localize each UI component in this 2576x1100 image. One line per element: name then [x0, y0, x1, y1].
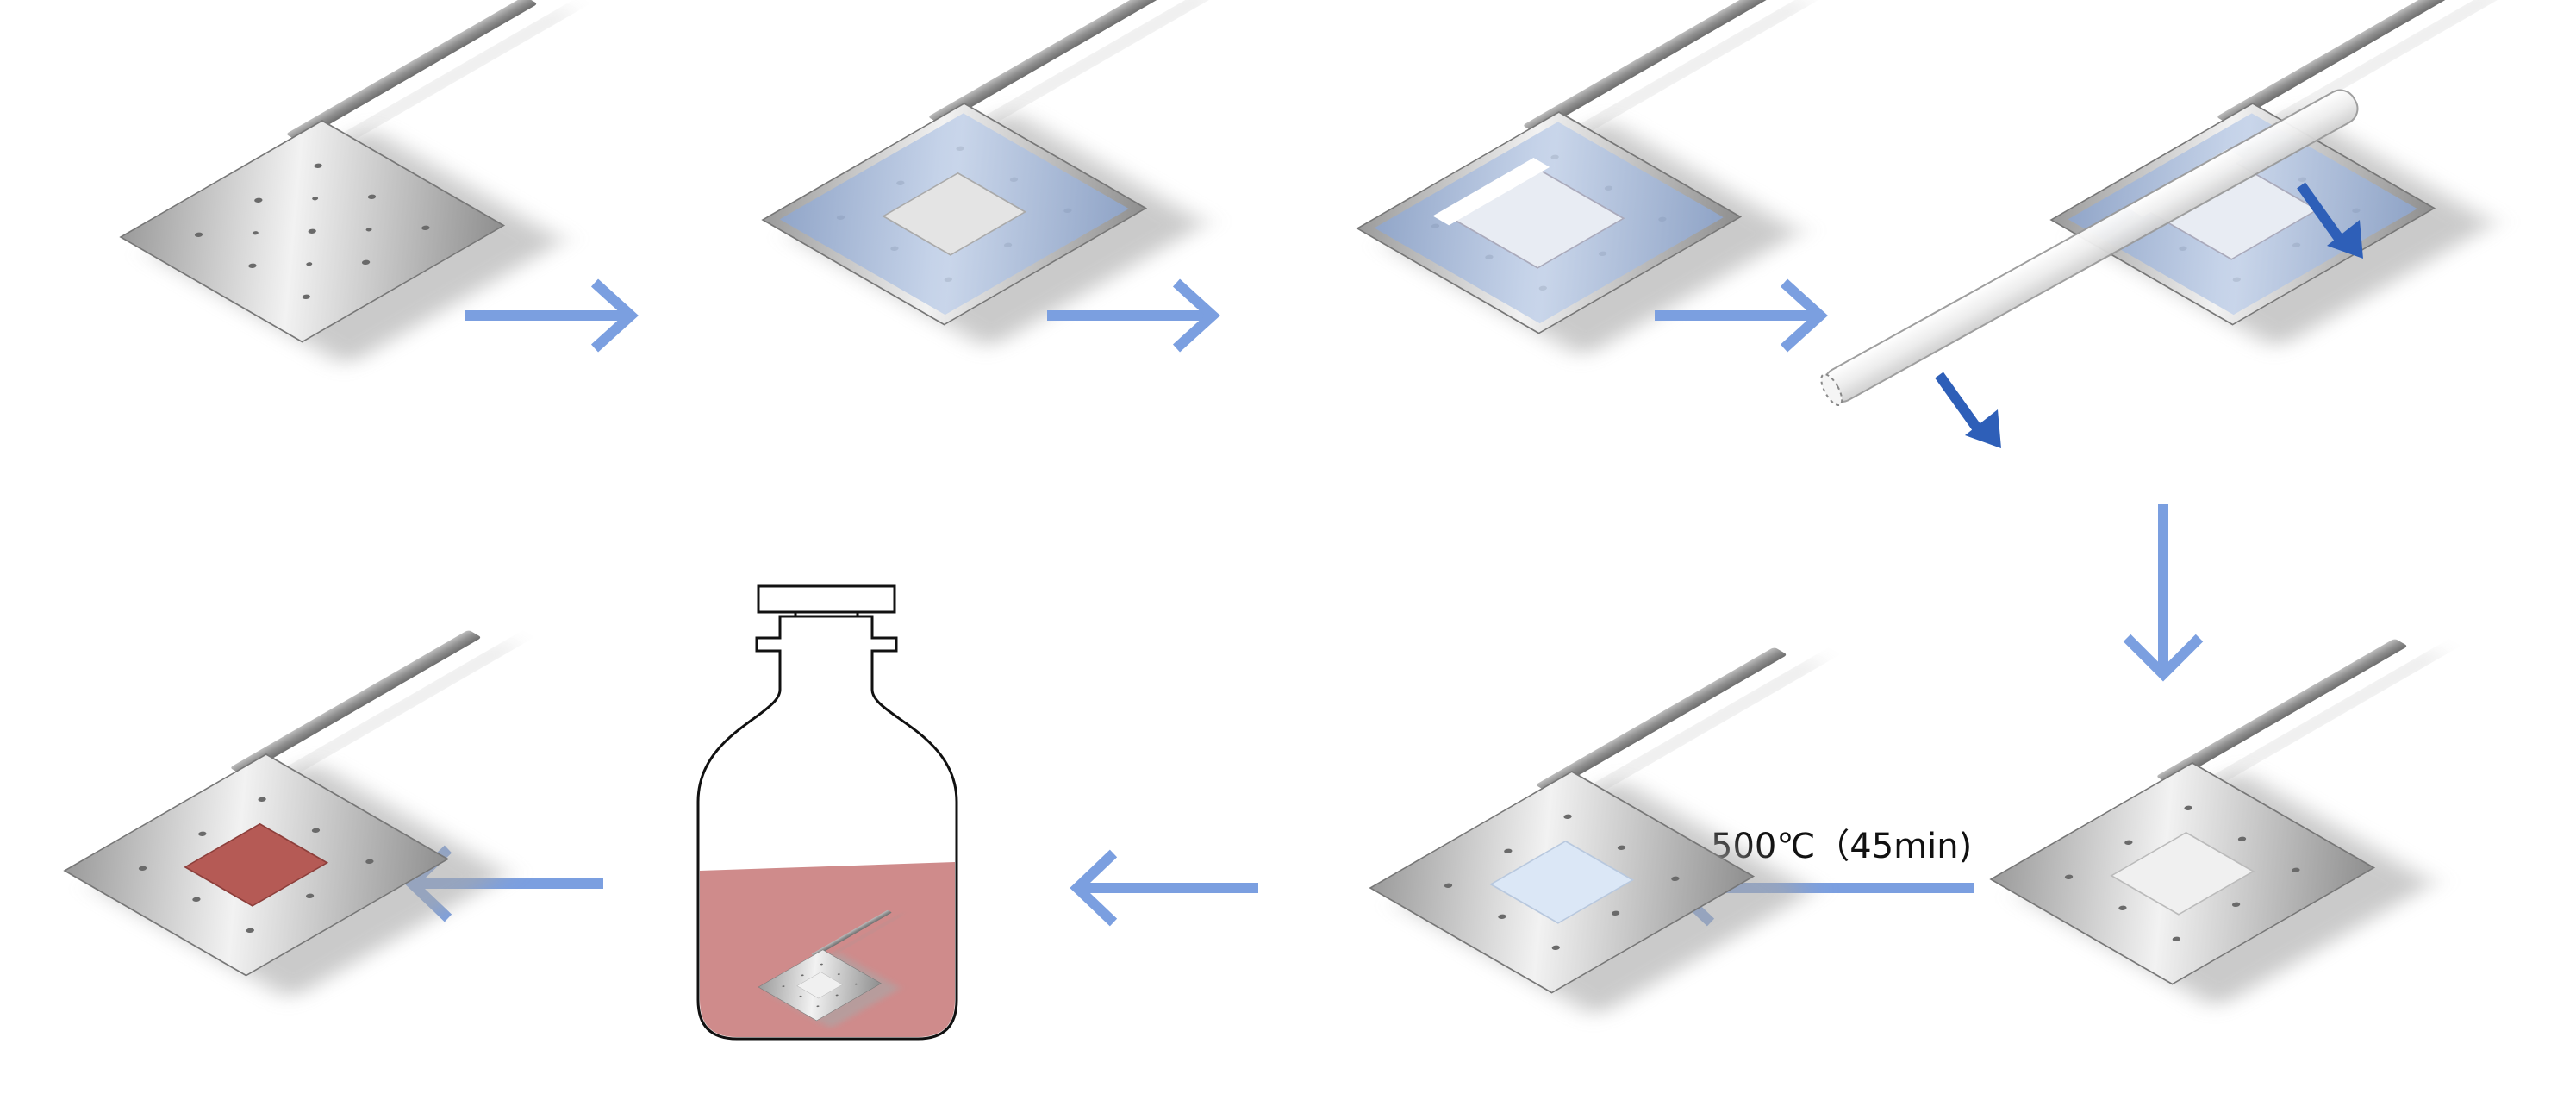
arrow-6-to-7: [1070, 849, 1258, 927]
arrow-1-to-2: [465, 283, 631, 348]
immersed-electrode: [757, 909, 965, 1029]
step-5-mask-removed: [1984, 633, 2576, 1009]
glass-rod: [1820, 89, 2359, 407]
step-4-electrode: [2044, 0, 2576, 349]
step-2-masked-electrode: [756, 0, 1407, 349]
arrow-4-to-5-down: [2123, 504, 2204, 682]
step-4-glass-rod-spreading: [1820, 0, 2576, 448]
bottle-stopper-cap: [757, 584, 896, 614]
step-3-coating-applied: [1350, 0, 2001, 358]
step-7-dye-bottle: [696, 584, 965, 1041]
spread-direction-arrow-right: [2297, 182, 2363, 259]
step-1-bare-electrode: [114, 0, 764, 366]
step-8-dyed-electrode: [58, 624, 708, 1000]
spread-direction-arrow-left: [1935, 372, 2001, 448]
step-6-annealed-film: [1363, 641, 2014, 1017]
